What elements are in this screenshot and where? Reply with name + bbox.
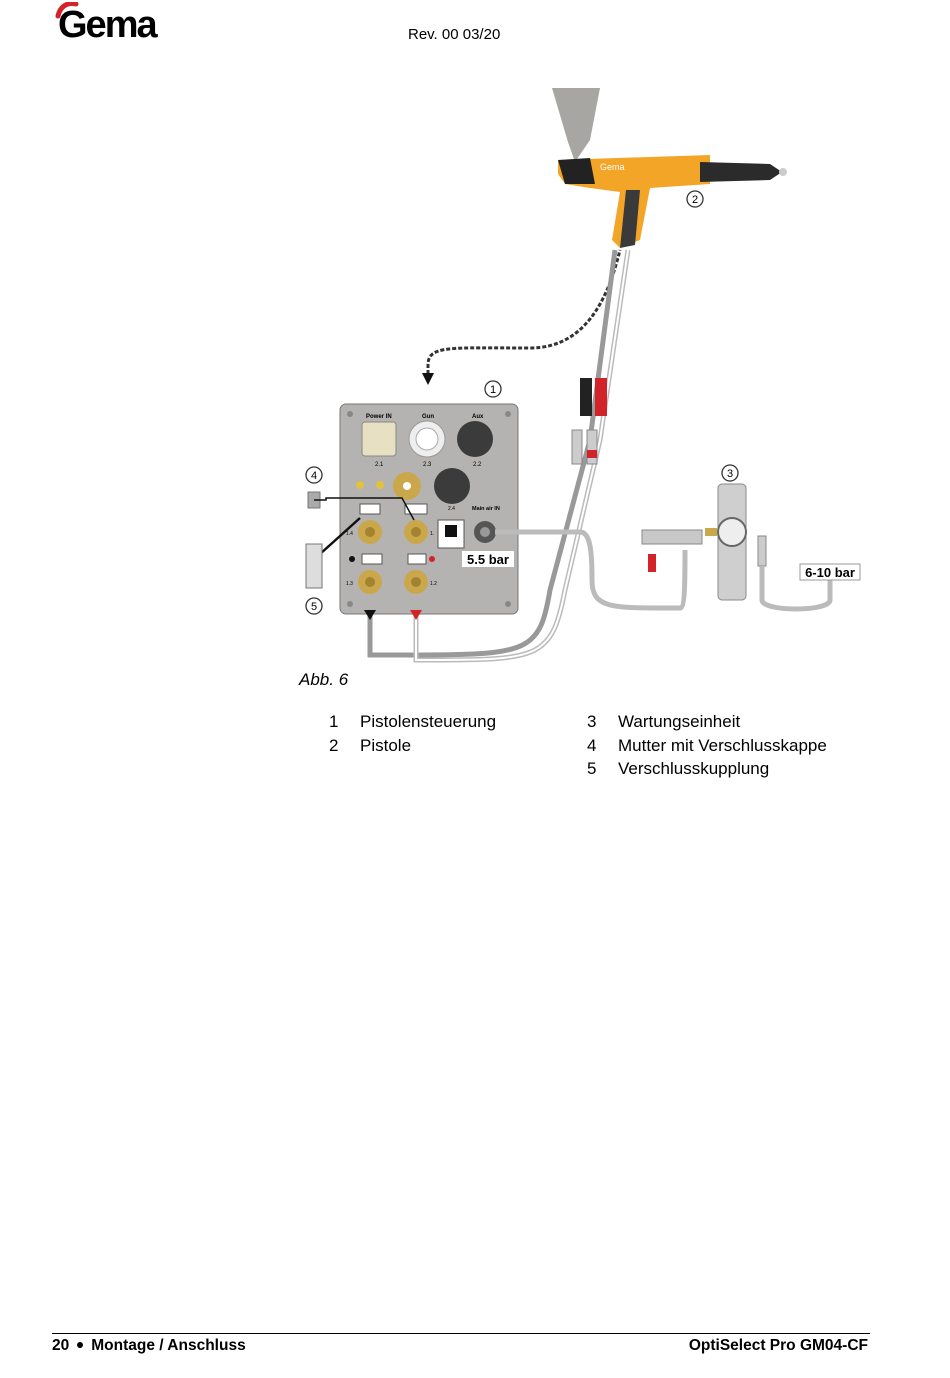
footer-left: 20 Montage / Anschluss <box>52 1337 246 1355</box>
supply-pressure: 6-10 bar <box>805 565 855 580</box>
svg-text:1.4: 1.4 <box>346 531 353 537</box>
document-title: OptiSelect Pro GM04-CF <box>688 1337 868 1354</box>
footer-rule <box>52 1333 870 1334</box>
gun-brand: Gema <box>600 162 625 172</box>
svg-text:1: 1 <box>490 384 496 396</box>
svg-text:1.3: 1.3 <box>346 581 353 587</box>
callout-1: 1 <box>484 380 502 398</box>
svg-text:2: 2 <box>692 194 698 206</box>
figure-caption: Abb. 6 <box>299 670 349 689</box>
svg-text:2.3: 2.3 <box>423 462 432 468</box>
svg-text:3: 3 <box>727 468 733 480</box>
svg-text:5: 5 <box>311 601 317 613</box>
maintenance-unit <box>641 483 767 601</box>
section-title: Montage / Anschluss <box>91 1337 246 1354</box>
powder-hose <box>367 249 618 658</box>
revision-label: Rev. 00 03/20 <box>408 26 501 43</box>
svg-text:2.1: 2.1 <box>375 462 384 468</box>
svg-text:1.2: 1.2 <box>430 581 437 587</box>
connection-diagram: Gema 2 Power IN Gun Aux 2.1 2.3 2.2 2.4 … <box>305 88 861 663</box>
callout-4: 4 <box>305 466 323 484</box>
callout-3: 3 <box>721 464 739 482</box>
svg-text:Aux: Aux <box>472 414 484 420</box>
svg-text:Power IN: Power IN <box>366 414 392 420</box>
svg-text:1.: 1. <box>430 531 434 537</box>
svg-text:Gun: Gun <box>422 414 434 420</box>
logo-text: Gema <box>58 4 158 46</box>
svg-text:Main air IN: Main air IN <box>472 506 500 512</box>
svg-text:2.2: 2.2 <box>473 462 482 468</box>
control-panel: Power IN Gun Aux 2.1 2.3 2.2 2.4 1.4 1. … <box>339 403 519 615</box>
gun-cable <box>426 249 622 380</box>
callout-5: 5 <box>305 597 323 615</box>
svg-text:2.4: 2.4 <box>448 506 455 512</box>
panel-pressure: 5.5 bar <box>467 552 509 567</box>
svg-text:4: 4 <box>311 470 317 482</box>
page-number: 20 <box>52 1337 70 1354</box>
gema-logo <box>55 2 79 19</box>
callout-2: 2 <box>686 190 704 208</box>
spray-gun <box>552 88 787 248</box>
bullet-icon <box>77 1341 84 1348</box>
